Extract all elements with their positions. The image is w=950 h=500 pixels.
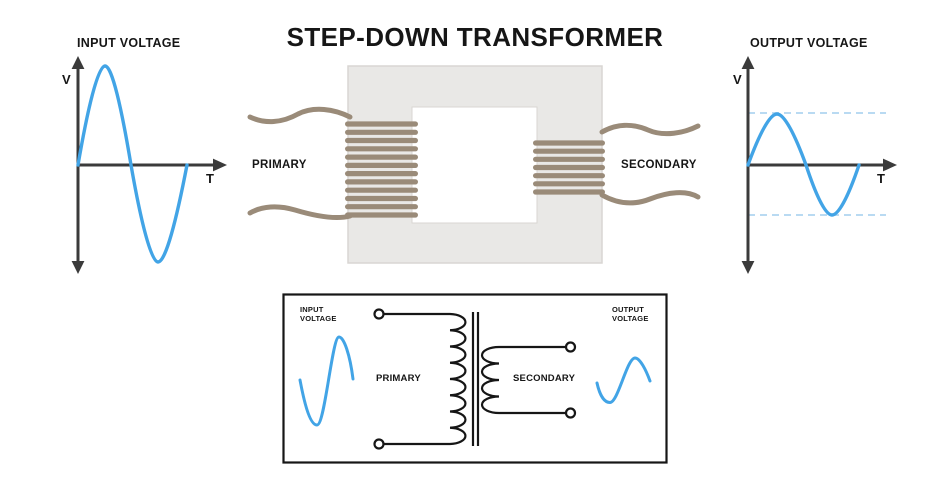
winding-turn bbox=[533, 173, 605, 179]
input-t-axis-right-arrow-icon bbox=[213, 158, 227, 172]
primary-winding bbox=[345, 121, 418, 218]
winding-turn bbox=[345, 212, 418, 218]
page-title: STEP-DOWN TRANSFORMER bbox=[286, 22, 664, 52]
input-v-axis-up-arrow-icon bbox=[71, 56, 85, 69]
schematic-input-voltage-label: INPUT VOLTAGE bbox=[300, 305, 337, 323]
primary-coil-label: PRIMARY bbox=[252, 159, 307, 171]
secondary-coil-label: SECONDARY bbox=[621, 159, 697, 171]
winding-turn bbox=[533, 148, 605, 154]
secondary-coil-symbol bbox=[480, 345, 500, 415]
winding-turn bbox=[345, 179, 418, 185]
primary-bottom-terminal bbox=[373, 438, 385, 450]
output-sine-wave bbox=[746, 112, 861, 217]
secondary-top-terminal bbox=[564, 341, 577, 353]
secondary-winding bbox=[533, 140, 605, 195]
input-graph-title: INPUT VOLTAGE bbox=[77, 36, 181, 50]
winding-turn bbox=[345, 171, 418, 177]
output-graph-v-axis-label: V bbox=[733, 72, 742, 87]
output-t-axis-right-arrow-icon bbox=[883, 158, 897, 172]
circuit-schematic bbox=[282, 293, 668, 464]
primary-top-lead-wire bbox=[247, 106, 353, 124]
output-v-axis-up-arrow-icon bbox=[741, 56, 755, 69]
winding-turn bbox=[345, 146, 418, 152]
secondary-bottom-terminal bbox=[564, 407, 577, 419]
output-v-axis-down-arrow-icon bbox=[741, 261, 755, 274]
primary-top-terminal bbox=[373, 308, 385, 320]
winding-turn bbox=[533, 181, 605, 187]
schematic-secondary-label: SECONDARY bbox=[513, 373, 576, 384]
winding-turn bbox=[345, 187, 418, 193]
input-graph-v-axis-label: V bbox=[62, 72, 71, 87]
winding-turn bbox=[345, 154, 418, 160]
winding-turn bbox=[345, 204, 418, 210]
winding-turn bbox=[533, 156, 605, 162]
winding-turn bbox=[533, 140, 605, 146]
winding-turn bbox=[345, 121, 418, 127]
winding-turn bbox=[533, 189, 605, 195]
input-v-axis-down-arrow-icon bbox=[71, 261, 85, 274]
core-window bbox=[411, 106, 538, 224]
schematic-input-wave bbox=[298, 335, 355, 427]
winding-turn bbox=[345, 162, 418, 168]
schematic-border bbox=[282, 293, 668, 464]
winding-turn bbox=[533, 164, 605, 171]
primary-bottom-lead-wire bbox=[247, 204, 353, 221]
primary-coil-symbol bbox=[449, 312, 467, 446]
input-voltage-graph bbox=[71, 56, 227, 274]
schematic-output-wave bbox=[595, 356, 652, 405]
transformer-core-diagram bbox=[247, 65, 701, 264]
schematic-output-voltage-label: OUTPUT VOLTAGE bbox=[612, 305, 649, 323]
output-voltage-graph bbox=[741, 56, 897, 274]
winding-turn bbox=[345, 137, 418, 144]
secondary-top-lead-wire bbox=[599, 122, 701, 137]
input-graph-t-axis-label: T bbox=[206, 171, 214, 186]
winding-turn bbox=[345, 195, 418, 202]
output-graph-title: OUTPUT VOLTAGE bbox=[750, 36, 868, 50]
output-graph-t-axis-label: T bbox=[877, 171, 885, 186]
input-sine-wave bbox=[76, 64, 189, 264]
secondary-bottom-lead-wire bbox=[599, 190, 701, 206]
schematic-primary-label: PRIMARY bbox=[376, 373, 421, 384]
winding-turn bbox=[345, 129, 418, 135]
